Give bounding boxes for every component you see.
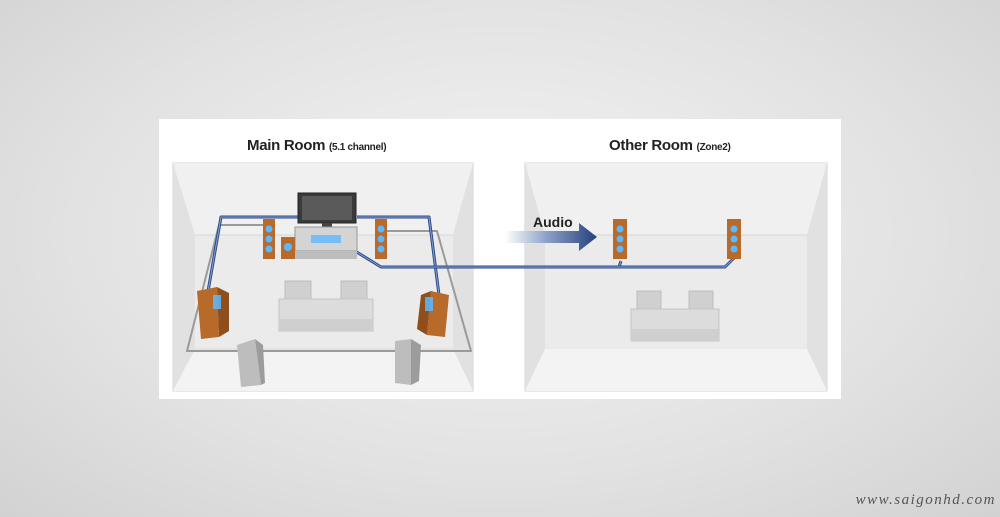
surround-left-speaker-icon xyxy=(197,287,229,339)
main-room-title: Main Room (5.1 channel) xyxy=(247,137,387,154)
rear-left-speaker-icon xyxy=(237,339,265,387)
tv-icon xyxy=(297,192,357,229)
main-room-title-text: Main Room xyxy=(247,137,326,154)
arrow-icon xyxy=(505,223,597,251)
center-speaker-icon xyxy=(281,237,295,259)
sofa-icon xyxy=(278,280,374,332)
zone2-right-speaker-icon xyxy=(727,219,741,259)
other-room xyxy=(524,162,828,392)
av-receiver-icon xyxy=(294,226,358,259)
diagram-panel: Audio Main Room (5.1 channel) Other Room… xyxy=(159,119,841,399)
front-right-speaker-icon xyxy=(375,219,387,259)
other-room-subtitle: (Zone2) xyxy=(696,142,731,153)
surround-right-speaker-icon xyxy=(417,291,449,337)
zone2-sofa-icon xyxy=(630,290,720,342)
watermark: www.saigonhd.com xyxy=(855,492,996,508)
rear-right-speaker-icon xyxy=(395,339,421,385)
speaker-cable xyxy=(186,215,737,352)
front-left-speaker-icon xyxy=(263,219,275,259)
zone2-left-speaker-icon xyxy=(613,219,627,259)
arrow-label: Audio xyxy=(533,214,573,230)
other-room-title: Other Room (Zone2) xyxy=(609,137,731,154)
main-room-subtitle: (5.1 channel) xyxy=(329,142,387,153)
other-room-title-text: Other Room xyxy=(609,137,693,154)
zone-diagram: Audio xyxy=(172,162,828,392)
